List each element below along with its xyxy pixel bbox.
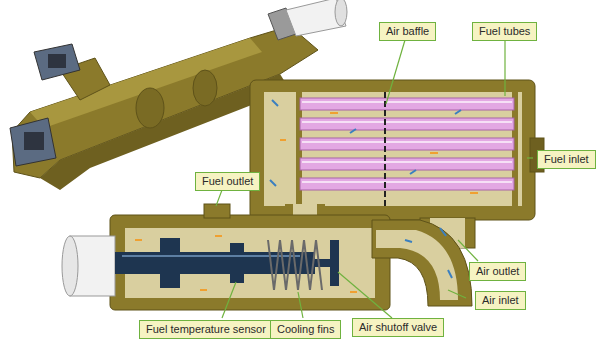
flow-marks xyxy=(270,180,276,186)
flow-marks xyxy=(272,100,278,106)
callout-label: Air outlet xyxy=(469,262,526,281)
air-inlet-elbow xyxy=(372,220,472,306)
fuel-tube xyxy=(300,118,514,130)
flow-marks xyxy=(448,270,452,278)
flow-marks xyxy=(455,110,461,114)
fuel-tube xyxy=(300,98,514,110)
mounting-flange xyxy=(48,54,66,68)
exterior-housing xyxy=(136,88,164,128)
leader-line xyxy=(216,40,533,318)
flow-marks xyxy=(280,139,286,141)
label-text: Air outlet xyxy=(476,265,519,277)
callout-label: Air inlet xyxy=(475,291,526,310)
callout-label: Air shutoff valve xyxy=(352,318,444,337)
leader-line xyxy=(527,157,533,158)
sensor-shaft xyxy=(160,238,180,288)
label-text: Air shutoff valve xyxy=(359,321,437,333)
flow-marks xyxy=(470,192,478,194)
callout-label: Fuel outlet xyxy=(195,172,260,191)
label-text: Air baffle xyxy=(386,25,429,37)
label-text: Air inlet xyxy=(482,294,519,306)
sensor-pipe xyxy=(62,236,115,296)
leader-line xyxy=(504,40,505,96)
air-baffle xyxy=(385,92,386,206)
valve-body xyxy=(110,204,390,310)
flow-marks xyxy=(405,240,412,242)
callout-label: Cooling fins xyxy=(270,320,341,339)
sensor-shaft xyxy=(122,255,300,257)
mounting-flange xyxy=(34,44,80,80)
fuel-tube xyxy=(302,181,512,183)
valve-body xyxy=(110,215,390,310)
fuel-tube xyxy=(300,178,514,190)
cooling-fins xyxy=(268,240,322,290)
fuel-tube xyxy=(300,158,514,170)
flow-marks xyxy=(330,112,338,114)
air-inlet-elbow xyxy=(376,230,458,300)
mounting-flange xyxy=(10,44,80,166)
flow-marks xyxy=(200,289,207,291)
cutaway-shell xyxy=(250,80,535,220)
flow-marks xyxy=(215,235,222,237)
flow-marks xyxy=(430,152,438,154)
sensor-pipe xyxy=(62,236,78,296)
exterior-pipe xyxy=(286,0,346,36)
sensor-shaft xyxy=(115,252,315,274)
callout-label: Fuel tubes xyxy=(472,22,537,41)
leader-line xyxy=(298,292,303,318)
callout-label: Fuel temperature sensor xyxy=(139,320,273,339)
sensor-shaft xyxy=(230,243,244,283)
leader-line xyxy=(386,40,405,104)
flow-marks xyxy=(350,129,356,133)
flow-marks xyxy=(350,291,357,293)
fuel-tube xyxy=(302,141,512,143)
label-text: Fuel temperature sensor xyxy=(146,323,266,335)
flow-marks xyxy=(135,100,478,292)
exterior-housing xyxy=(193,70,217,106)
fuel-tube xyxy=(302,161,512,163)
label-text: Fuel inlet xyxy=(544,153,589,165)
leader-line xyxy=(216,190,222,206)
leader-line xyxy=(222,282,236,318)
cutaway-shell xyxy=(264,92,522,206)
leader-line xyxy=(448,290,466,298)
valve-body xyxy=(204,204,230,218)
exterior-housing xyxy=(30,38,262,128)
label-text: Fuel tubes xyxy=(479,25,530,37)
fuel-tube xyxy=(302,101,512,103)
fuel-tube xyxy=(302,121,512,123)
label-text: Cooling fins xyxy=(277,323,334,335)
air-baffle xyxy=(384,92,386,206)
mounting-flange xyxy=(24,132,44,150)
callout-label: Fuel inlet xyxy=(537,150,596,169)
air-inlet-elbow xyxy=(372,220,472,306)
fuel-tube xyxy=(300,138,514,150)
leader-line xyxy=(458,240,478,261)
flow-marks xyxy=(410,170,416,174)
cooling-fins xyxy=(268,240,322,290)
fuel-tube xyxy=(300,98,514,190)
leader-line xyxy=(338,272,392,318)
tube-sheet xyxy=(296,92,518,206)
mounting-flange xyxy=(10,118,56,166)
flow-marks xyxy=(440,228,446,236)
callout-label: Air baffle xyxy=(379,22,436,41)
flow-marks xyxy=(135,239,142,241)
exterior-pipe xyxy=(335,0,347,26)
label-text: Fuel outlet xyxy=(202,175,253,187)
exterior-pipe xyxy=(268,0,347,40)
